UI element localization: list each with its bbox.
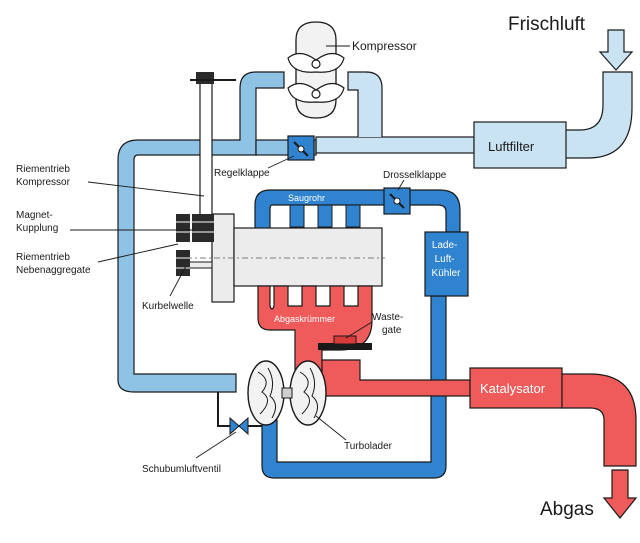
ladeluftkuehler-box xyxy=(424,231,469,297)
turbo-turbine-wheel xyxy=(289,360,327,426)
kompressor-shaft-lower xyxy=(311,89,321,99)
leader-drosselklappe xyxy=(397,179,405,191)
frischluft-arrow-icon xyxy=(598,29,634,71)
label-riementrieb-kompressor-line: Riementrieb xyxy=(16,164,70,175)
turbo-compressor-wheel xyxy=(247,360,285,426)
label-frischluft: Frischluft xyxy=(508,14,586,35)
leader-turbolader xyxy=(315,415,347,441)
saugrohr-runner xyxy=(345,204,361,228)
magnet-clutch xyxy=(192,214,214,242)
label-magnet-kupplung: Magnet- Kupplung xyxy=(16,210,58,234)
compressor-pulley xyxy=(196,72,214,84)
label-ladeluftkuehler-line: Lade- xyxy=(432,240,458,251)
label-schubumluftventil: Schubumluftventil xyxy=(142,464,221,475)
flow-arrows xyxy=(598,29,638,519)
leader-riementrieb-kompressor xyxy=(87,181,205,197)
luftfilter-box xyxy=(473,121,567,169)
saugrohr-runner xyxy=(289,204,305,228)
abgas-arrow-icon xyxy=(602,469,638,519)
drosselklappe xyxy=(383,187,411,215)
leader-schubumluftventil xyxy=(195,431,237,459)
fresh-air-path xyxy=(315,71,633,159)
compressor-loop-pipe xyxy=(117,71,285,393)
bypass-valve-icon xyxy=(229,416,249,436)
leader-riementrieb-nebenaggregate xyxy=(97,243,179,263)
leader-wastegate xyxy=(345,321,373,339)
exhaust-path xyxy=(257,285,637,467)
label-riementrieb-nebenaggregate-line: Riementrieb xyxy=(16,252,70,263)
turbo-blades xyxy=(257,367,276,419)
saugrohr-runner xyxy=(317,204,333,228)
abgaskruemmer xyxy=(257,285,373,373)
turbo-shaft xyxy=(281,387,293,399)
label-abgas: Abgas xyxy=(540,499,594,520)
label-kompressor: Kompressor xyxy=(352,39,417,53)
label-drosselklappe: Drosselklappe xyxy=(383,170,447,181)
belt-drive xyxy=(176,72,236,276)
label-regelklappe: Regelklappe xyxy=(214,168,270,179)
label-magnet-kupplung-line: Magnet- xyxy=(16,210,53,221)
label-wastegate-line: Waste- xyxy=(372,312,403,323)
katalysator-box xyxy=(469,367,563,409)
regelklappe xyxy=(287,135,315,161)
label-wastegate-line: gate xyxy=(382,325,402,336)
label-wastegate: Waste- gate xyxy=(372,312,406,336)
turbocharger xyxy=(247,360,327,426)
kompressor-shaft-upper xyxy=(311,59,321,69)
label-ladeluftkuehler: Lade- Luft- Kühler xyxy=(432,240,462,279)
label-riementrieb-nebenaggregate-line: Nebenaggregate xyxy=(16,265,91,276)
regelklappe-pivot-icon xyxy=(297,145,305,153)
label-saugrohr: Saugrohr xyxy=(288,193,325,203)
label-kurbelwelle: Kurbelwelle xyxy=(142,301,194,312)
intake-pipe xyxy=(564,71,633,159)
drosselklappe-pivot-icon xyxy=(393,197,401,205)
wastegate-valve xyxy=(333,335,357,345)
kompressor xyxy=(287,21,345,119)
label-ladeluftkuehler-line: Luft- xyxy=(435,254,455,265)
leader-lines xyxy=(70,45,405,459)
leader-kurbelwelle xyxy=(169,265,187,297)
compressor-belt xyxy=(199,75,213,225)
engine-body xyxy=(233,227,383,287)
auxiliary-pulley-2 xyxy=(176,250,190,276)
label-riementrieb-kompressor-line: Kompressor xyxy=(16,177,71,188)
turbo-exhaust-pipe xyxy=(321,359,471,397)
fresh-air-main-pipe xyxy=(315,136,475,154)
turbo-blades xyxy=(299,367,318,419)
label-riementrieb-kompressor: Riementrieb Kompressor xyxy=(16,164,73,188)
label-turbolader: Turbolader xyxy=(344,441,393,452)
label-ladeluftkuehler-line: Kühler xyxy=(432,268,462,279)
engine-block xyxy=(177,213,385,303)
label-magnet-kupplung-line: Kupplung xyxy=(16,223,58,234)
tailpipe xyxy=(561,373,637,467)
wastegate xyxy=(318,343,372,350)
schubumluftventil xyxy=(217,392,262,436)
leader-regelklappe xyxy=(267,155,295,169)
label-luftfilter: Luftfilter xyxy=(488,139,535,154)
compressor-outlet-pipe xyxy=(347,71,383,137)
label-katalysator: Katalysator xyxy=(480,381,546,396)
label-abgaskruemmer: Abgaskrümmer xyxy=(274,314,335,324)
label-riementrieb-nebenaggregate: Riementrieb Nebenaggregate xyxy=(16,252,91,276)
auxiliary-pulley-1 xyxy=(176,214,190,242)
